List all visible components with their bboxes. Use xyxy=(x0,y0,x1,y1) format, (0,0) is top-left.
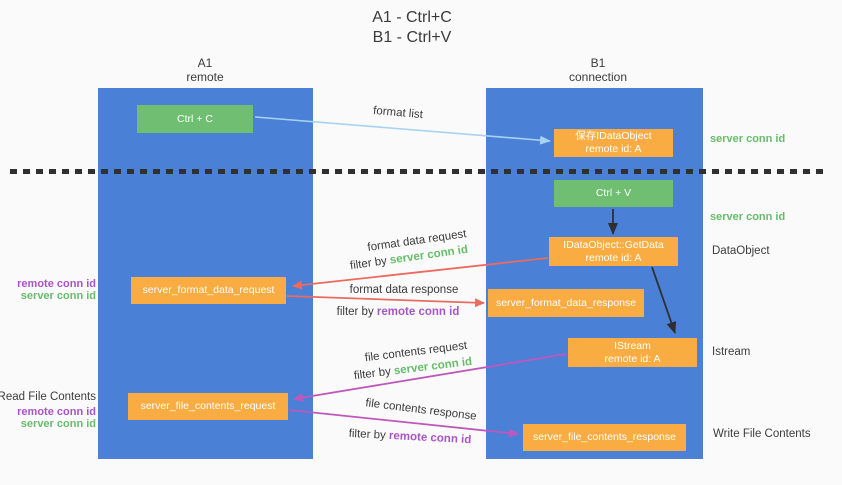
istream-line1: IStream xyxy=(614,339,651,352)
format-data-response-label: format data response xyxy=(349,284,459,296)
remote-conn-id-text: remote conn id xyxy=(388,429,472,447)
lane-b1-subtitle: connection xyxy=(568,70,628,84)
format-data-response-arrow xyxy=(286,295,485,308)
file-contents-response-label: file contents response xyxy=(364,397,478,423)
istream-line2: remote id: A xyxy=(604,352,661,365)
filter-by-text: filter by xyxy=(336,306,374,318)
server-file-contents-request-node: server_file_contents_request xyxy=(128,393,288,420)
server-format-data-request-node: server_format_data_request xyxy=(131,277,286,304)
istream-side-label: Istream xyxy=(712,346,751,358)
read-file-contents-label: Read File Contents xyxy=(0,391,96,403)
remote-conn-id-label: remote conn id xyxy=(17,406,96,418)
ctrl-c-label: Ctrl + C xyxy=(177,112,213,125)
getdata-line2: remote id: A xyxy=(585,251,642,264)
format-list-label: format list xyxy=(372,104,424,122)
lane-header-a1: A1 remote xyxy=(186,56,223,84)
diagram-title-line1: A1 - Ctrl+C xyxy=(372,9,452,26)
diagram-title: A1 - Ctrl+C B1 - Ctrl+V xyxy=(372,8,452,48)
save-idataobject-line2: remote id: A xyxy=(585,143,642,155)
filter-by-text: filter by xyxy=(349,255,388,273)
remote-conn-id-text: remote conn id xyxy=(376,306,460,318)
left-conn-id-labels-bottom: remote conn id server conn id xyxy=(17,406,96,430)
filter-by-remote-conn-id-label-1: filter by remote conn id xyxy=(337,306,460,318)
filter-by-text: filter by xyxy=(353,365,392,383)
ctrl-v-node: Ctrl + V xyxy=(554,180,673,207)
remote-conn-id-label: remote conn id xyxy=(17,278,96,290)
server-conn-id-label: server conn id xyxy=(20,290,96,302)
server-conn-id-label-right-1: server conn id xyxy=(710,133,786,145)
save-idataobject-line1: 保存IDataObject xyxy=(575,130,652,142)
server-file-contents-request-label: server_file_contents_request xyxy=(140,400,276,412)
diagram-title-line2: B1 - Ctrl+V xyxy=(372,29,452,46)
lane-b1-name: B1 xyxy=(590,56,606,70)
filter-by-text: filter by xyxy=(348,427,387,442)
idataobject-getdata-node: IDataObject::GetData remote id: A xyxy=(549,237,678,266)
server-file-contents-response-node: server_file_contents_response xyxy=(523,424,686,451)
filter-by-remote-conn-id-label-2: filter by remote conn id xyxy=(348,428,471,446)
server-format-data-response-node: server_format_data_response xyxy=(488,289,644,317)
save-idataobject-node: 保存IDataObject remote id: A xyxy=(554,129,673,157)
lane-header-b1: B1 connection xyxy=(569,56,627,84)
ctrl-v-label: Ctrl + V xyxy=(595,187,632,199)
session-separator-dotted-line xyxy=(10,169,824,174)
lane-a1-subtitle: remote xyxy=(186,70,224,84)
lane-a1-name: A1 xyxy=(197,56,213,70)
server-format-data-request-label: server_format_data_request xyxy=(142,284,275,296)
dataobject-label: DataObject xyxy=(712,245,770,257)
left-conn-id-labels-top: remote conn id server conn id xyxy=(17,278,96,302)
server-conn-id-label: server conn id xyxy=(20,418,96,430)
getdata-line1: IDataObject::GetData xyxy=(563,238,664,251)
istream-node: IStream remote id: A xyxy=(568,338,697,367)
ctrl-c-node: Ctrl + C xyxy=(137,105,253,133)
server-conn-id-label-right-2: server conn id xyxy=(710,211,786,223)
write-file-contents-label: Write File Contents xyxy=(713,428,811,440)
server-format-data-response-label: server_format_data_response xyxy=(495,296,637,309)
server-file-contents-response-label: server_file_contents_response xyxy=(532,431,676,443)
